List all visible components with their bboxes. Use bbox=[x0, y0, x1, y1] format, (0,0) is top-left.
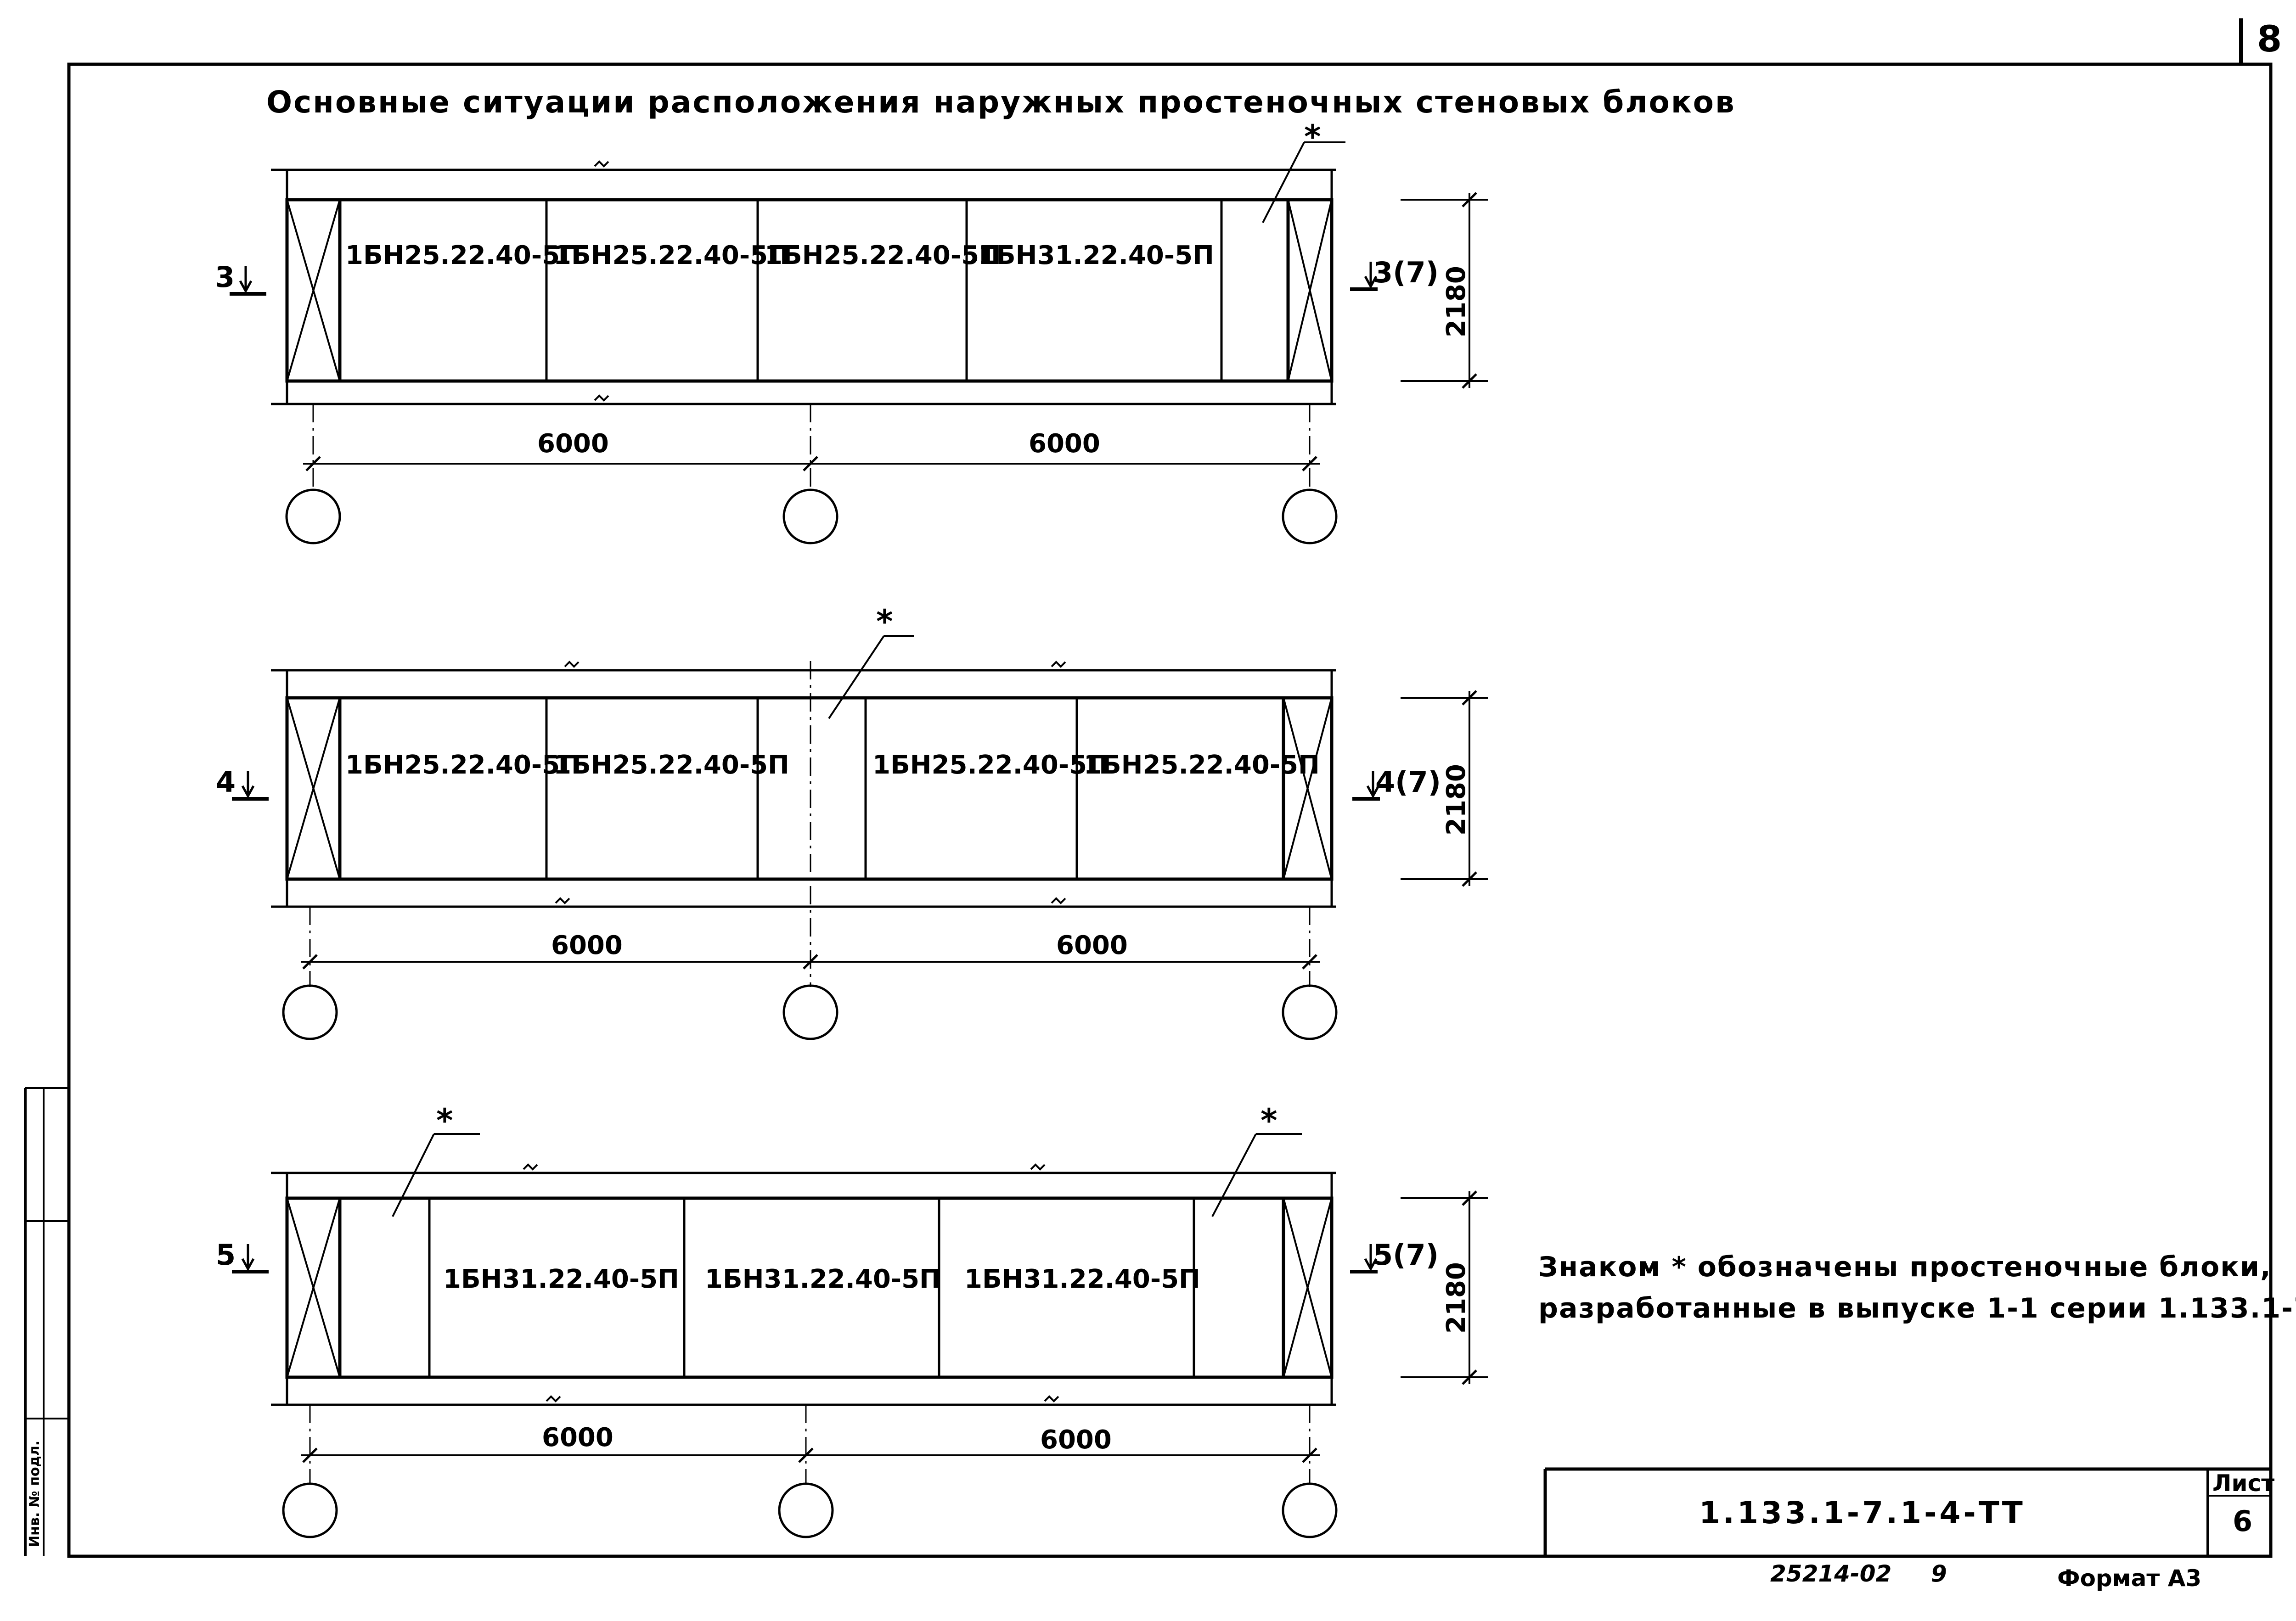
side-strip-label: Инв. № подл. bbox=[27, 1441, 43, 1547]
axis-bubble bbox=[282, 984, 338, 1040]
span-dimension: 6000 bbox=[542, 1423, 613, 1453]
height-dimension: 2180 bbox=[1441, 1262, 1471, 1334]
axis-bubble bbox=[782, 488, 838, 544]
section-mark-right: 4(7) bbox=[1375, 765, 1441, 799]
section-mark-left: 3 bbox=[215, 260, 235, 294]
block-label: 1БН25.22.40-5П bbox=[872, 750, 1109, 780]
height-dimension: 2180 bbox=[1441, 266, 1471, 337]
inventory-number: 25214-02 bbox=[1770, 1560, 1891, 1587]
block-label: 1БН25.22.40-5П bbox=[553, 241, 789, 270]
block-label: 1БН31.22.40-5П bbox=[705, 1264, 941, 1294]
section-mark-right: 3(7) bbox=[1373, 256, 1439, 289]
span-dimension: 6000 bbox=[537, 429, 609, 459]
format-label: Формат А3 bbox=[2057, 1565, 2201, 1592]
section-mark-left: 4 bbox=[216, 765, 236, 799]
axis-bubble bbox=[1282, 984, 1338, 1040]
document-code: 1.133.1-7.1-4-ТТ bbox=[1699, 1495, 2026, 1531]
page-number: 8 bbox=[2257, 19, 2282, 60]
block-label: 1БН31.22.40-5П bbox=[964, 1264, 1200, 1294]
wall-panel-1: 1БН25.22.40-5П 1БН25.22.40-5П 1БН25.22.4… bbox=[215, 118, 1488, 544]
block-label: 1БН25.22.40-5П bbox=[553, 750, 789, 780]
drawing-frame bbox=[67, 62, 2273, 1558]
star-mark: * bbox=[876, 603, 893, 640]
span-dimension: 6000 bbox=[1056, 931, 1128, 960]
sheet-label: Лист bbox=[2212, 1470, 2274, 1497]
note-line-1: Знаком * обозначены простеночные блоки, bbox=[1538, 1251, 2272, 1283]
axis-bubble bbox=[1282, 1482, 1338, 1538]
span-dimension: 6000 bbox=[1029, 429, 1100, 459]
block-label: 1БН31.22.40-5П bbox=[978, 241, 1214, 270]
block-label: 1БН25.22.40-5П bbox=[345, 750, 581, 780]
axis-bubble bbox=[778, 1482, 834, 1538]
section-mark-right: 5(7) bbox=[1373, 1238, 1439, 1272]
axis-bubble bbox=[782, 984, 838, 1040]
block-label: 1БН25.22.40-5П bbox=[765, 241, 1001, 270]
drawing-title: Основные ситуации расположения наружных … bbox=[266, 84, 1736, 120]
side-strip: Инв. № подл. bbox=[24, 1087, 70, 1556]
page-number-mark: 8 bbox=[2239, 18, 2282, 64]
axis-bubble bbox=[285, 488, 341, 544]
title-block: 1.133.1-7.1-4-ТТ Лист 6 bbox=[1543, 1467, 2274, 1556]
block-label: 1БН25.22.40-5П bbox=[345, 241, 581, 270]
star-mark: * bbox=[1304, 118, 1321, 156]
span-dimension: 6000 bbox=[1040, 1425, 1112, 1455]
block-label: 1БН31.22.40-5П bbox=[443, 1264, 679, 1294]
star-mark: * bbox=[1261, 1102, 1277, 1139]
block-label: 1БН25.22.40-5П bbox=[1084, 750, 1320, 780]
sheet-number: 6 bbox=[2233, 1504, 2252, 1538]
span-dimension: 6000 bbox=[551, 931, 623, 960]
note-line-2: разработанные в выпуске 1-1 серии 1.133.… bbox=[1538, 1292, 2296, 1324]
copy-number: 9 bbox=[1931, 1560, 1947, 1587]
axis-bubble bbox=[1282, 488, 1338, 544]
star-mark: * bbox=[436, 1102, 453, 1139]
wall-panel-2: 1БН25.22.40-5П 1БН25.22.40-5П 1БН25.22.4… bbox=[216, 603, 1488, 1040]
wall-panel-3: 1БН31.22.40-5П 1БН31.22.40-5П 1БН31.22.4… bbox=[216, 1102, 1488, 1538]
section-mark-left: 5 bbox=[216, 1238, 236, 1272]
height-dimension: 2180 bbox=[1441, 764, 1471, 836]
axis-bubble bbox=[282, 1482, 338, 1538]
